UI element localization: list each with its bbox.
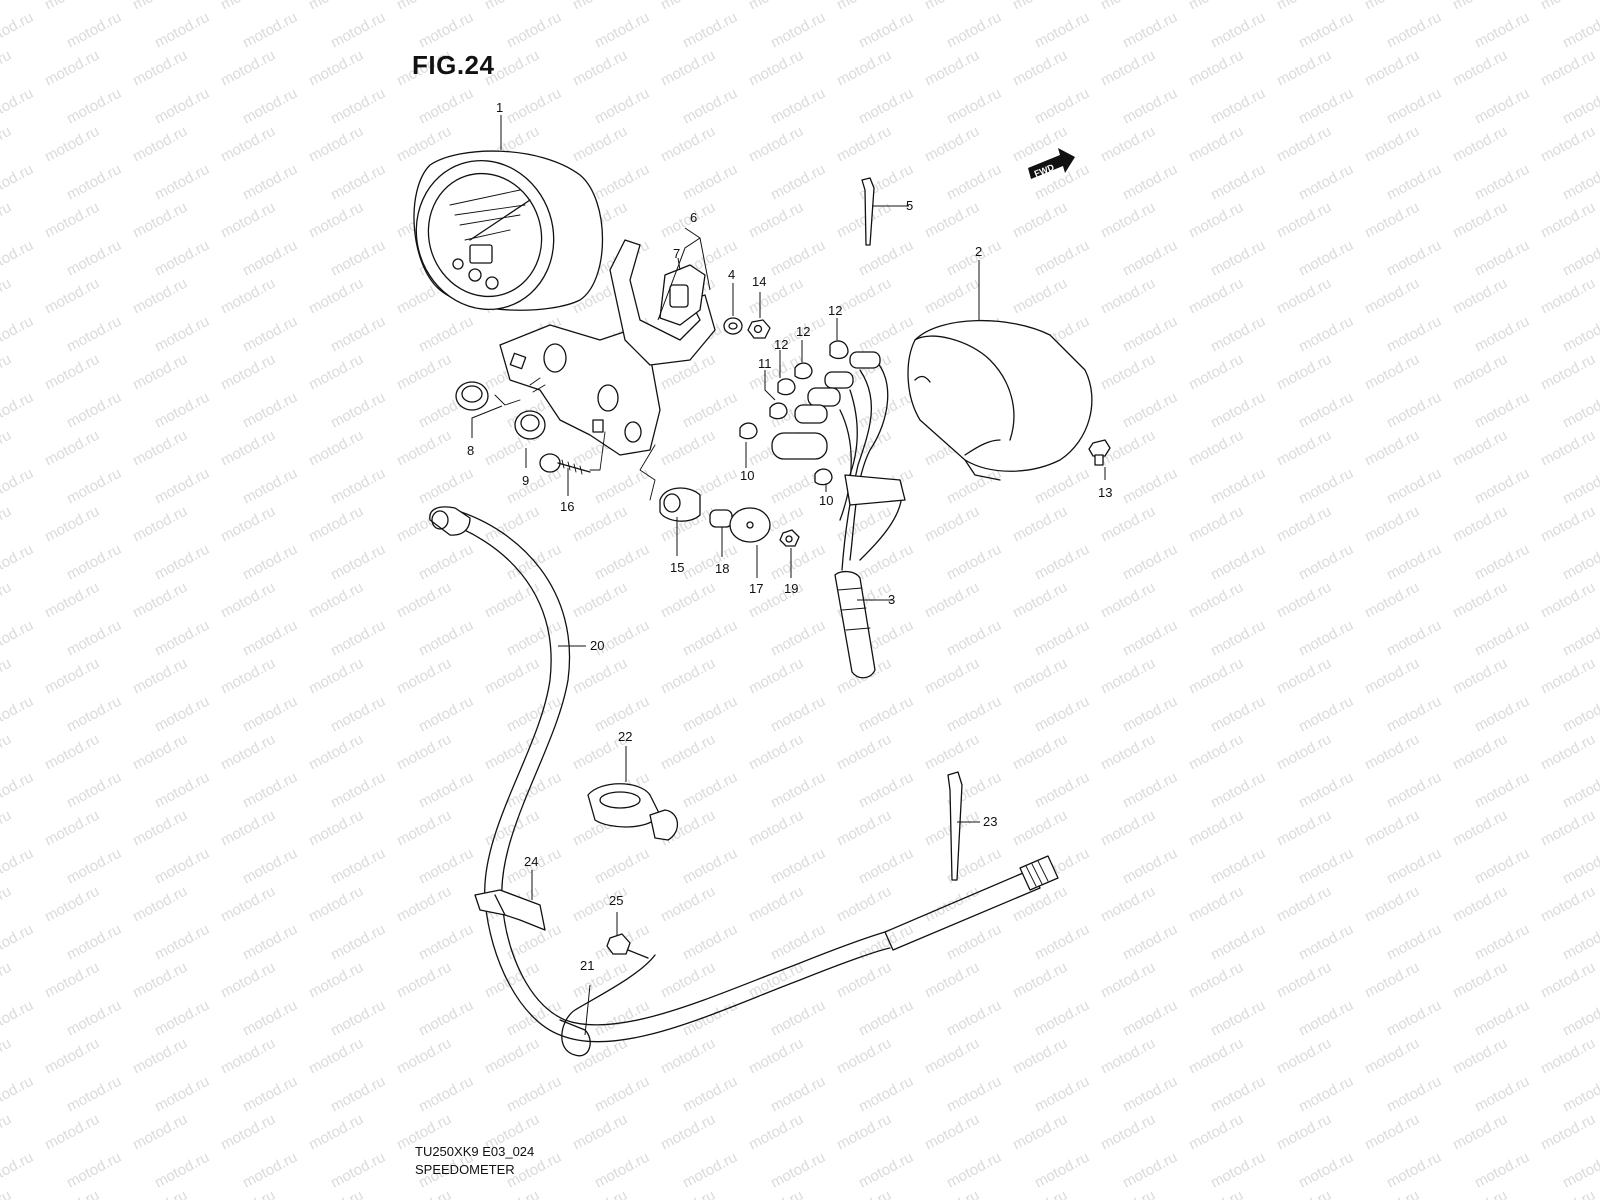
- callout-16: 16: [560, 499, 574, 514]
- figure-title: FIG.24: [412, 50, 495, 80]
- callout-19: 19: [784, 581, 798, 596]
- part-21-clip: [559, 954, 656, 1057]
- part-12-sockets: [771, 351, 881, 460]
- callout-10b: 10: [819, 493, 833, 508]
- callout-17: 17: [749, 581, 763, 596]
- bulbs: [739, 340, 849, 486]
- callout-20: 20: [590, 638, 604, 653]
- callout-24: 24: [524, 854, 538, 869]
- callout-3: 3: [888, 592, 895, 607]
- part-20-speedometer-cable: [429, 506, 1059, 1043]
- callout-12b: 12: [774, 337, 788, 352]
- part-24-clamp: [474, 889, 546, 931]
- callout-23: 23: [983, 814, 997, 829]
- part-4-washer: [723, 317, 743, 335]
- callout-6: 6: [690, 210, 697, 225]
- callout-7: 7: [673, 246, 680, 261]
- callout-25: 25: [609, 893, 623, 908]
- fwd-arrow-icon: FWD: [1028, 148, 1075, 179]
- callout-1: 1: [496, 100, 503, 115]
- callout-10a: 10: [740, 468, 754, 483]
- callout-9: 9: [522, 473, 529, 488]
- part-22-clamp: [587, 783, 679, 841]
- part-16-screw: [539, 453, 591, 475]
- part-1-speedometer: [413, 150, 604, 311]
- fwd-arrow-label: FWD: [1033, 162, 1056, 179]
- callout-8: 8: [467, 443, 474, 458]
- callout-13: 13: [1098, 485, 1112, 500]
- section-name: SPEEDOMETER: [415, 1162, 515, 1177]
- part-14-nut: [747, 319, 771, 339]
- part-19-nut: [779, 529, 800, 547]
- part-5-cable-tie: [861, 177, 875, 246]
- callout-2: 2: [975, 244, 982, 259]
- callout-14: 14: [752, 274, 766, 289]
- callout-22: 22: [618, 729, 632, 744]
- part-3-wiring-harness: [834, 359, 906, 679]
- model-code: TU250XK9 E03_024: [415, 1144, 535, 1159]
- callout-5: 5: [906, 198, 913, 213]
- callout-4: 4: [728, 267, 735, 282]
- callout-18: 18: [715, 561, 729, 576]
- part-2-cover: [907, 319, 1093, 481]
- part-13-screw: [1088, 439, 1111, 466]
- callout-12a: 12: [828, 303, 842, 318]
- callout-11: 11: [758, 356, 772, 371]
- part-18-bulb: [709, 509, 733, 528]
- part-25-bolt: [606, 933, 649, 959]
- callout-21: 21: [580, 958, 594, 973]
- callout-12c: 12: [796, 324, 810, 339]
- part-17-washer: [729, 507, 771, 543]
- callout-15: 15: [670, 560, 684, 575]
- part-23-cable-tie: [947, 771, 963, 881]
- part-15-socket: [659, 487, 701, 522]
